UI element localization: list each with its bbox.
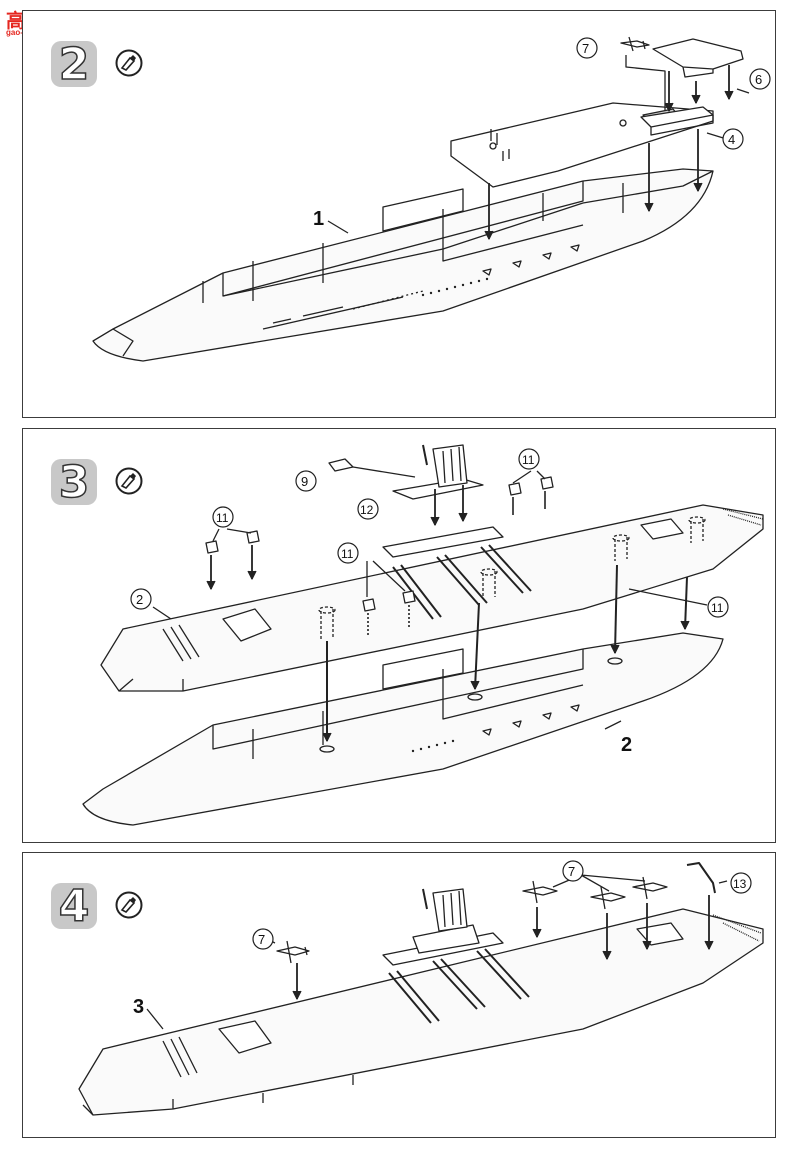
final-assembly-drawing: 3 7 7 13 <box>78 860 764 1116</box>
step-number-badge: 3 <box>51 456 97 508</box>
callout-part-12: 12 <box>360 503 374 517</box>
step-number-badge: 2 <box>51 38 97 90</box>
callout-labels: 3 7 7 13 <box>133 860 752 1018</box>
callout-labels: 9 12 11 11 11 11 2 2 <box>130 448 729 756</box>
deck-assembly-drawing: 9 12 11 11 11 11 2 2 <box>82 444 764 826</box>
part-3-label: 3 <box>133 996 144 1018</box>
glue-tube-icon <box>115 891 143 919</box>
callout-part-2-deck: 2 <box>136 592 143 607</box>
callout-part-13: 13 <box>733 877 747 891</box>
callout-part-4: 4 <box>728 132 735 147</box>
callout-part-7-b: 7 <box>568 864 575 879</box>
callout-part-11-c: 11 <box>522 453 535 467</box>
glue-tube-icon <box>115 49 143 77</box>
callout-part-11-b: 11 <box>341 547 354 561</box>
step-4-panel: 4 <box>22 852 776 1138</box>
hull-assembly-drawing: 1 7 6 4 <box>92 36 771 362</box>
callout-part-7-a: 7 <box>258 932 265 947</box>
glue-tube-icon <box>115 467 143 495</box>
step-3-panel: 3 <box>22 428 776 843</box>
callout-part-11-a: 11 <box>216 511 229 525</box>
part-1-label: 1 <box>313 208 324 230</box>
callout-part-9: 9 <box>301 474 308 489</box>
callout-part-7: 7 <box>582 41 589 56</box>
callout-part-6: 6 <box>755 72 762 87</box>
step-number-badge: 4 <box>51 880 97 932</box>
callout-part-11-d: 11 <box>711 601 724 615</box>
callout-labels: 1 7 6 4 <box>313 37 771 230</box>
step-2-panel: 2 <box>22 10 776 418</box>
part-2-label: 2 <box>621 734 632 756</box>
